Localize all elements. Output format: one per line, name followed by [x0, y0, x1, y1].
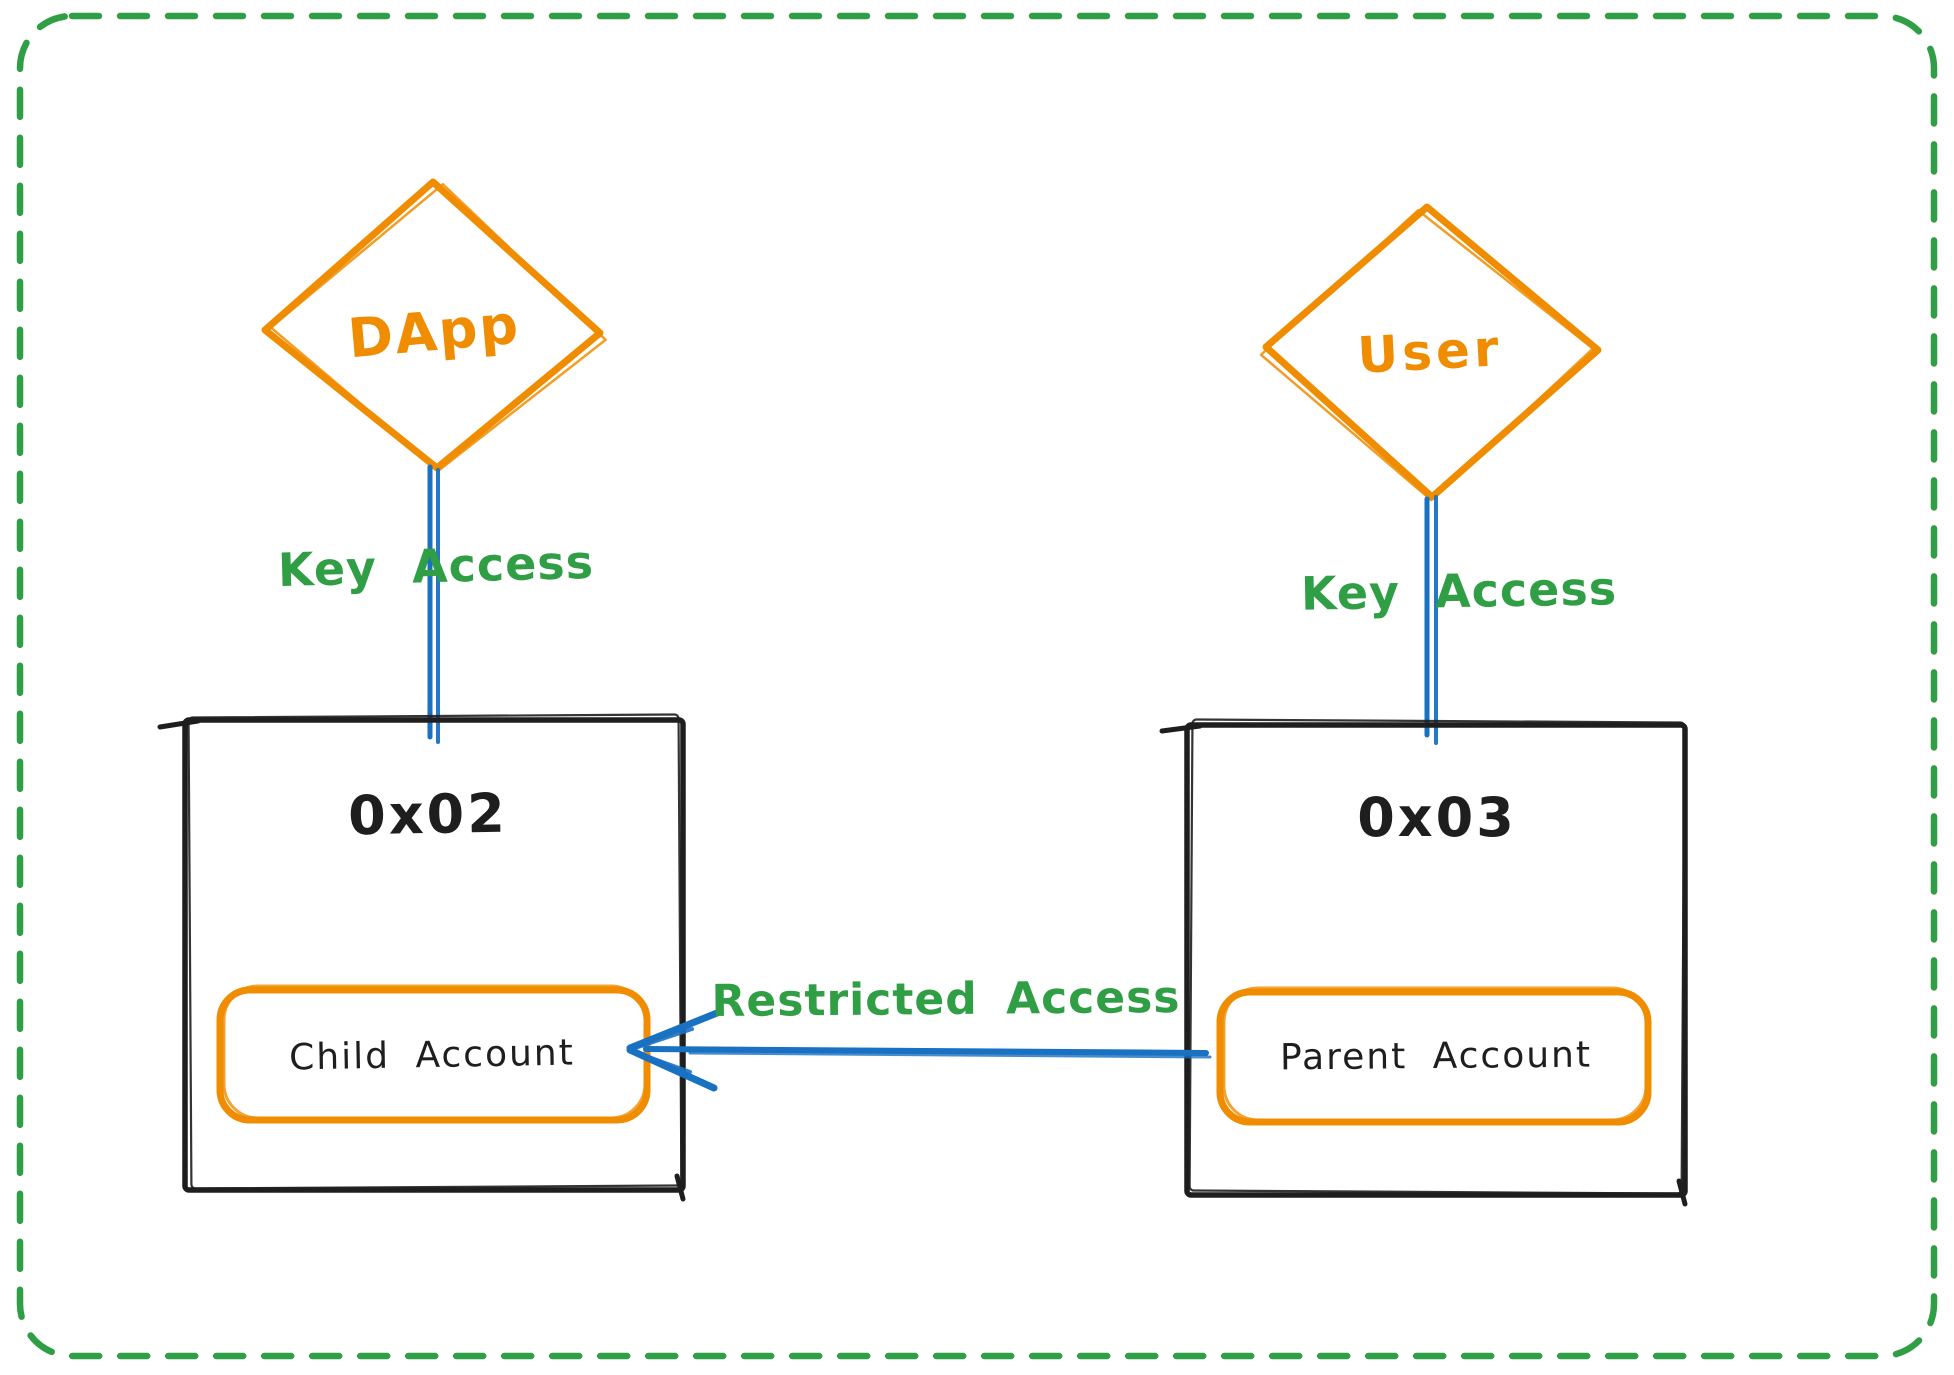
restricted-access-label[interactable]: Restricted Access — [711, 971, 1181, 1028]
dapp-diamond-label[interactable]: DApp — [345, 292, 523, 371]
user-diamond[interactable] — [1257, 203, 1602, 505]
user-key-access-connector[interactable] — [1424, 495, 1438, 745]
outer-dashed-frame[interactable] — [16, 12, 1938, 1360]
child-account-label[interactable]: Child Account — [288, 1032, 576, 1079]
account-0x03-title[interactable]: 0x03 — [1357, 786, 1517, 849]
user-diamond-label[interactable]: User — [1356, 319, 1504, 385]
dapp-key-access-label[interactable]: Key Access — [277, 534, 595, 598]
user-key-access-label[interactable]: Key Access — [1300, 561, 1618, 621]
dapp-key-access-connector[interactable] — [427, 464, 440, 744]
parent-account-label[interactable]: Parent Account — [1279, 1034, 1593, 1079]
restricted-access-arrow[interactable] — [626, 1009, 1212, 1092]
account-0x03-box[interactable] — [1159, 718, 1688, 1207]
account-0x02-box[interactable] — [157, 713, 686, 1202]
parent-account-box[interactable] — [1216, 986, 1652, 1126]
account-0x02-title[interactable]: 0x02 — [347, 781, 509, 848]
